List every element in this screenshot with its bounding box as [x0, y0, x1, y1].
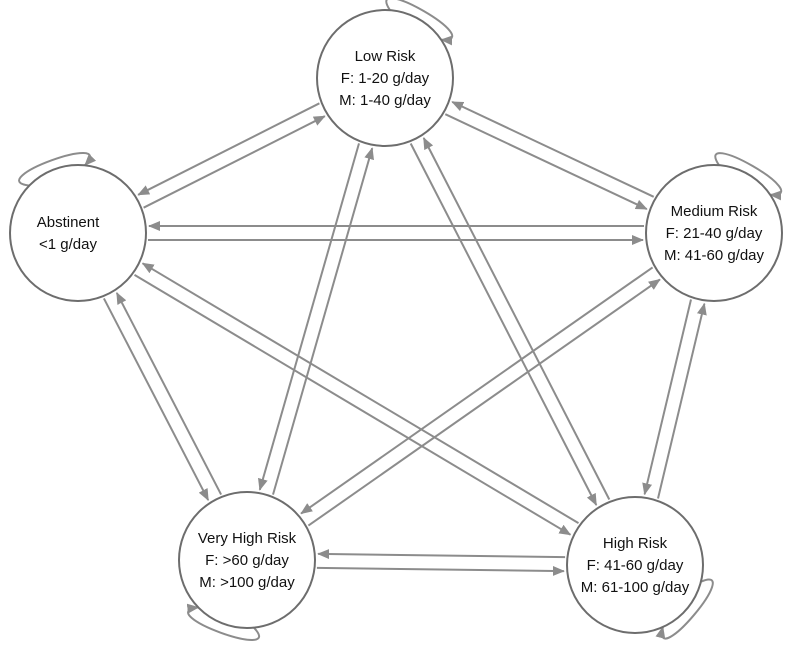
node-label-low-line-1: Low Risk: [355, 48, 416, 65]
edge-medium-to-veryhigh: [300, 266, 654, 515]
node-label-low-line-3: M: 1-40 g/day: [339, 92, 431, 109]
node-label-abstinent-line-2: <1 g/day: [39, 236, 97, 253]
node-label-veryhigh-line-2: F: >60 g/day: [205, 552, 289, 569]
node-label-medium-line-2: F: 21-40 g/day: [666, 225, 763, 242]
edge-high-to-veryhigh: [317, 549, 566, 560]
node-label-medium-line-3: M: 41-60 g/day: [664, 247, 765, 264]
node-low: Low Risk F: 1-20 g/day M: 1-40 g/day: [316, 9, 454, 147]
node-circle-veryhigh: [178, 491, 316, 629]
node-label-veryhigh-line-1: Very High Risk: [198, 530, 297, 547]
state-nodes: Low Risk F: 1-20 g/day M: 1-40 g/dayAbstin…: [9, 9, 783, 634]
edge-veryhigh-to-high: [316, 565, 565, 576]
edge-abstinent-to-veryhigh: [103, 297, 210, 501]
self-loop-medium: [714, 152, 783, 201]
self-loop-low: [385, 0, 454, 46]
node-label-veryhigh-line-3: M: >100 g/day: [199, 574, 295, 591]
node-veryhigh: Very High Risk F: >60 g/day M: >100 g/day: [178, 491, 316, 629]
node-abstinent: Abstinent <1 g/day: [9, 164, 147, 302]
edge-low-to-high: [409, 143, 598, 506]
node-label-high-line-2: F: 41-60 g/day: [587, 557, 684, 574]
node-circle-low: [316, 9, 454, 147]
node-medium: Medium Risk F: 21-40 g/day M: 41-60 g/day: [645, 164, 783, 302]
self-loop-veryhigh: [186, 603, 261, 641]
node-circle-high: [566, 496, 704, 634]
edge-veryhigh-to-medium: [307, 278, 661, 527]
node-label-high-line-1: High Risk: [603, 535, 668, 552]
edge-low-to-veryhigh: [258, 143, 360, 491]
edge-medium-to-low: [451, 100, 655, 198]
edge-abstinent-to-high: [133, 274, 572, 536]
transition-edges: [103, 100, 707, 576]
edge-abstinent-to-low: [143, 115, 326, 209]
edge-low-to-medium: [444, 113, 648, 211]
node-high: High Risk F: 41-60 g/day M: 61-100 g/day: [566, 496, 704, 634]
self-loop-abstinent: [18, 152, 97, 187]
node-label-high-line-3: M: 61-100 g/day: [581, 579, 690, 596]
edge-medium-to-high: [642, 299, 692, 496]
self-loop-edges: [18, 0, 783, 641]
node-circle-medium: [645, 164, 783, 302]
node-label-abstinent-line-1: Abstinent: [37, 214, 100, 231]
edge-veryhigh-to-abstinent: [115, 292, 222, 496]
node-circle-abstinent: [9, 164, 147, 302]
edge-high-to-medium: [657, 302, 707, 499]
edge-low-to-abstinent: [137, 102, 320, 196]
self-loop-high: [655, 578, 714, 640]
node-label-medium-line-1: Medium Risk: [671, 203, 758, 220]
edge-high-to-abstinent: [141, 262, 580, 524]
edge-veryhigh-to-low: [272, 147, 374, 495]
edge-high-to-low: [422, 137, 611, 500]
node-label-low-line-2: F: 1-20 g/day: [341, 70, 430, 87]
